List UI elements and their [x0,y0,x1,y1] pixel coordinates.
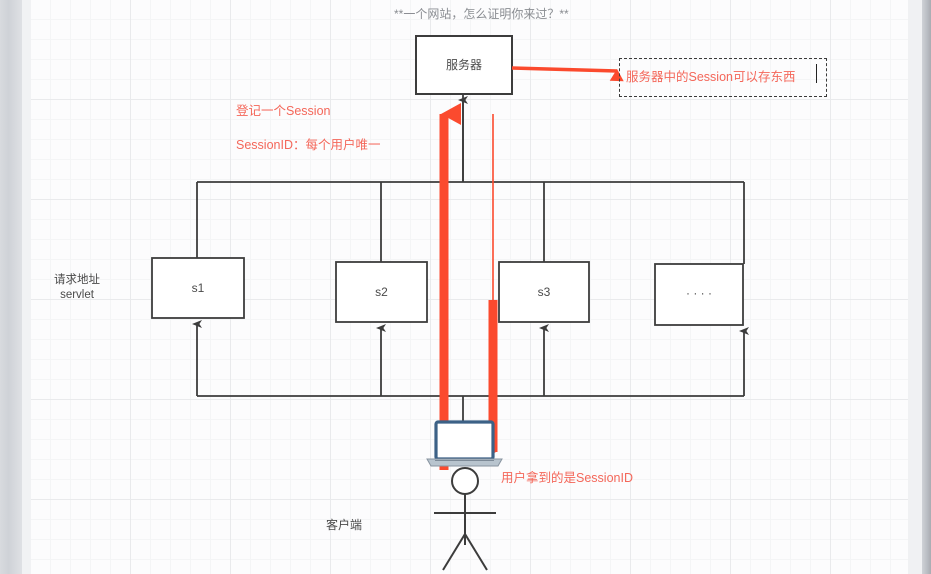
client-label: 客户端 [325,518,362,532]
servlet-box-shape-s1[interactable] [151,257,245,319]
servlet-box-shape-s3[interactable] [498,261,590,323]
laptop-icon [426,420,503,467]
side-label-servlet: servlet [60,289,94,301]
server-box-label: 服务器 [445,58,482,72]
whiteboard-canvas[interactable]: **一个网站，怎么证明你来过？** 服务器 s1 s2 s3 · · · · 请… [31,0,908,574]
annotation-register-session: 登记一个Session [236,104,331,118]
user-stick-figure-icon [434,467,496,571]
note-box-server-session[interactable]: 服务器中的Session可以存东西 [619,58,827,97]
window-right-gutter [922,0,931,574]
text-caret [816,64,817,83]
diagram-vector-layer [151,35,749,571]
servlet-box-shape-more[interactable] [654,263,744,326]
diagram-title: **一个网站，怎么证明你来过？** [394,7,569,21]
server-box-shape[interactable] [415,35,513,95]
window-left-margin [22,0,31,574]
red-arrow-server-to-note [511,66,624,82]
side-label-request-address: 请求地址 [54,274,100,286]
servlet-box-label-s3: s3 [537,285,551,299]
window-right-margin [908,0,922,574]
annotation-user-gets-sessionid: 用户拿到的是SessionID [501,471,633,485]
note-text-server-session: 服务器中的Session可以存东西 [626,70,796,84]
servlet-box-label-s1: s1 [191,281,205,295]
servlet-box-label-s2: s2 [375,285,388,299]
servlet-box-label-more: · · · · [686,286,712,300]
annotation-sessionid-unique: SessionID：每个用户唯一 [236,138,381,152]
window-left-gutter [0,0,22,574]
